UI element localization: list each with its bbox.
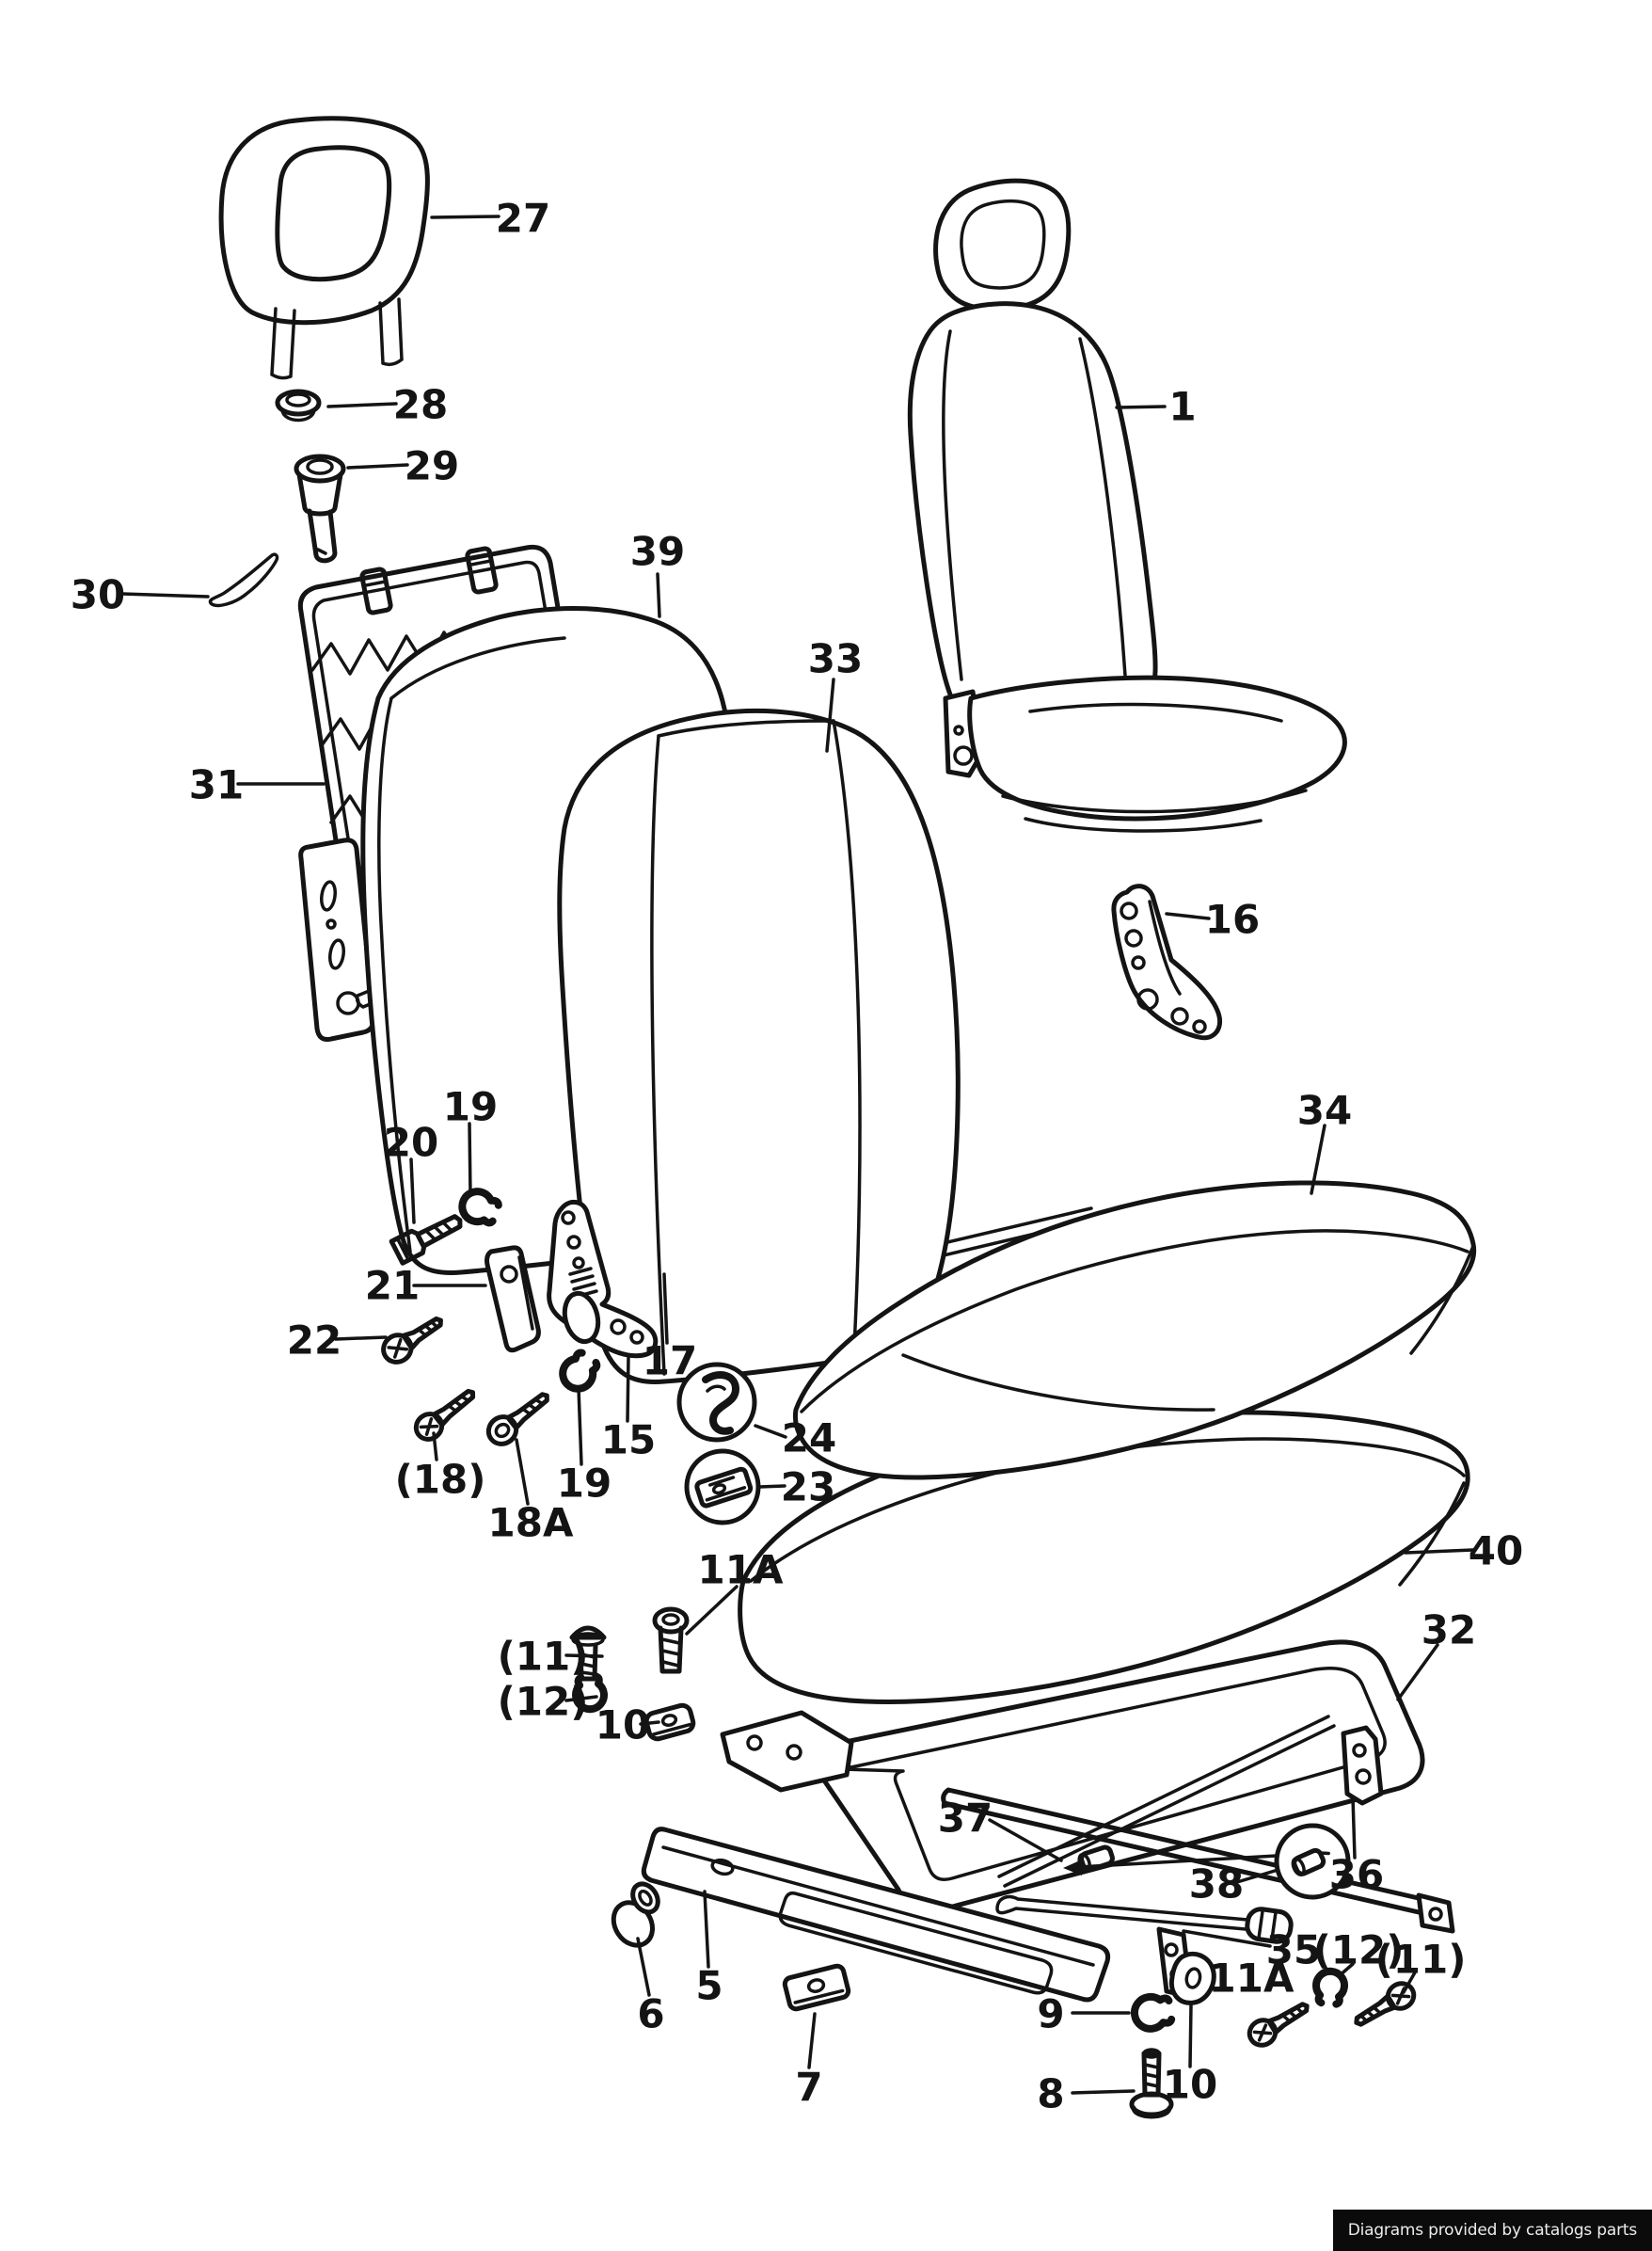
detail-circle-23 [684,1448,761,1525]
part-label-11A: 11A [698,1547,784,1593]
part-label-38: 38 [1189,1861,1244,1908]
release-wire-drawing [208,552,279,608]
bottom-hardware-drawing [611,1881,1417,2119]
hinge-bracket-16-drawing [1111,884,1223,1041]
part-label-7: 7 [795,2065,822,2111]
part-label-36: 36 [1329,1852,1384,1898]
leader-line-34 [1310,1124,1326,1195]
part-label-30: 30 [71,572,125,618]
part-label-18A: 18A [488,1500,574,1546]
part-label-27: 27 [496,196,550,242]
part-label-28: 28 [393,382,448,428]
part-label-39: 39 [630,529,685,575]
leader-line-5 [703,1890,710,1969]
bolt-8 [1129,2048,1174,2119]
bolt-11-left [569,1625,607,1682]
part-label-(18): (18) [395,1457,486,1503]
part-label-(11): (11) [498,1634,589,1680]
part-label-29: 29 [405,443,459,489]
leader-line-40 [1404,1548,1475,1555]
bolt-11a-upper [652,1606,690,1674]
leader-line-16 [1165,912,1211,920]
part-label-31: 31 [189,762,244,808]
leader-line-10 [1188,2003,1193,2068]
part-label-23: 23 [781,1464,835,1510]
leader-line-29 [346,463,409,470]
leader-line-8 [1071,2089,1136,2095]
cushion-cover-34-drawing [792,1180,1477,1480]
part-label-35: 35 [1266,1927,1321,1973]
leader-line-28 [326,402,398,408]
leader-line-24 [754,1424,787,1439]
part-label-19: 19 [557,1461,612,1507]
part-label-1: 1 [1168,384,1196,430]
leader-line-(11) [564,1653,604,1658]
leader-line-(18) [432,1431,438,1461]
part-label-15: 15 [601,1417,656,1463]
leader-line-11A [685,1585,739,1636]
part-label-20: 20 [384,1120,438,1166]
leader-line-38 [1235,1869,1277,1884]
leader-line-6 [636,1937,651,1997]
leader-line-33 [825,678,835,753]
part-label-37: 37 [938,1796,993,1842]
leader-line-35 [1182,1929,1272,1948]
detail-circle-24 [676,1362,757,1443]
headrest-guide-drawing [294,454,346,564]
leader-line-32 [1396,1643,1439,1701]
leader-line-37 [988,1818,1063,1862]
leader-line-20 [409,1157,416,1224]
part-label-24: 24 [782,1415,836,1461]
complete-seat-drawing [907,178,1347,833]
part-label-6: 6 [637,1991,664,2037]
hardware-cluster-drawing [381,1188,696,1742]
backrest-cover-drawing [557,708,961,1384]
leader-line-27 [430,215,500,219]
leader-line-19 [577,1386,583,1466]
leader-line-36 [1351,1796,1357,1860]
part-label-10: 10 [1163,2062,1217,2108]
part-label-33: 33 [808,636,863,682]
leader-line-19 [468,1122,472,1197]
provider-badge-text: Diagrams provided by catalogs parts [1347,2221,1637,2240]
part-label-11A: 11A [1209,1956,1295,2002]
detail-circle-38 [1063,1823,1351,1900]
part-label-8: 8 [1037,2071,1064,2117]
part-label-10: 10 [596,1702,650,1748]
part-label-(11): (11) [1375,1937,1467,1983]
leader-line-17 [662,1272,669,1345]
part-label-16: 16 [1205,897,1260,943]
part-label-19: 19 [443,1084,498,1130]
leader-line-7 [807,2012,817,2069]
leader-line-23 [757,1484,786,1489]
leader-line-(12) [564,1695,598,1702]
part-label-(12): (12) [1313,1927,1405,1973]
leader-line-(11) [1402,1971,1417,1994]
part-label-5: 5 [695,1963,723,2009]
leader-line-39 [656,572,661,618]
headrest-drawing [218,116,430,380]
provider-badge: Diagrams provided by catalogs parts [1332,2210,1652,2251]
part-label-32: 32 [1422,1607,1476,1653]
leader-line-(12) [1337,1962,1355,1978]
part-label-(12): (12) [498,1679,589,1725]
leader-line-30 [120,592,210,599]
headrest-bushing-drawing [275,389,322,423]
leader-line-22 [334,1335,388,1341]
leader-line-10 [639,1720,660,1726]
part-label-22: 22 [287,1317,342,1364]
part-label-9: 9 [1037,1991,1064,2037]
leader-line-18A [515,1438,530,1506]
seat-frame-drawing [641,1639,1455,2003]
part-label-17: 17 [643,1338,697,1384]
leader-line-15 [626,1354,630,1423]
part-label-34: 34 [1297,1088,1352,1134]
part-label-21: 21 [365,1263,420,1309]
part-label-40: 40 [1469,1528,1523,1574]
